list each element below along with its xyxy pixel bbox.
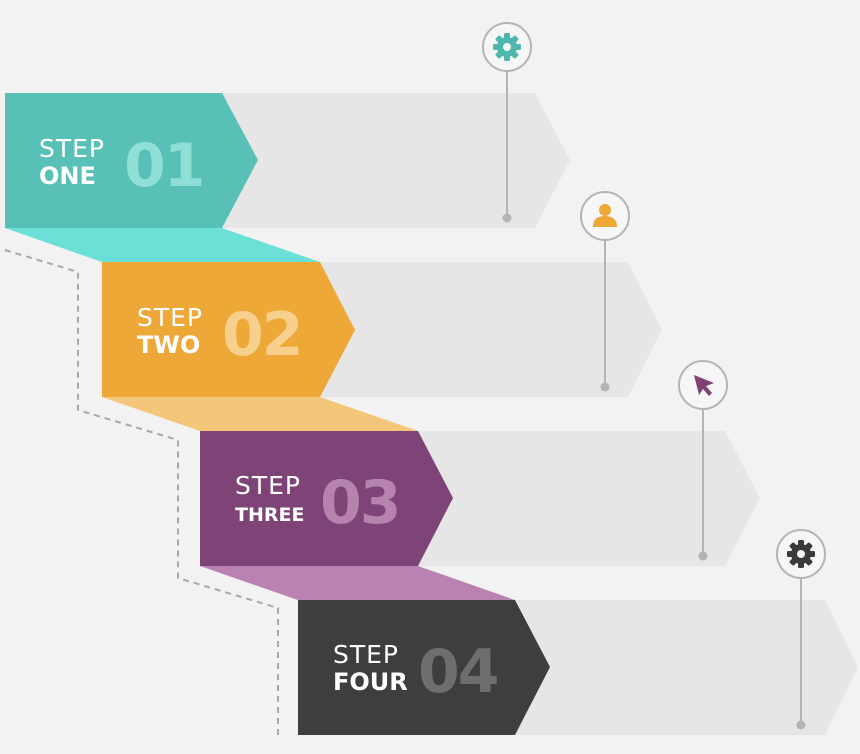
step-four-arrow (298, 600, 550, 735)
step-two-arrow (102, 262, 355, 397)
step-four-ordinal: FOUR (333, 668, 408, 696)
step-three-number: 03 (320, 468, 400, 538)
step-two-icon-badge (580, 191, 630, 241)
ghost-arrow-2 (320, 262, 662, 397)
step-one-block: STEP ONE 01 (5, 93, 258, 228)
cursor-icon (694, 375, 714, 396)
step-one-icon-badge (482, 22, 532, 72)
step-two-block: STEP TWO 02 (102, 262, 355, 397)
connector-2 (600, 241, 610, 392)
step-three-word: STEP (235, 471, 301, 500)
step-four-block: STEP FOUR 04 (298, 600, 550, 735)
ghost-arrow-4 (515, 600, 858, 735)
user-icon (593, 204, 617, 227)
gear-icon (493, 33, 521, 61)
step-three-block: STEP THREE 03 (200, 431, 453, 566)
step-three-ordinal: THREE (235, 504, 304, 526)
step-two-ordinal: TWO (137, 331, 200, 359)
step-three-arrow (200, 431, 453, 566)
step-one-ordinal: ONE (39, 162, 96, 190)
step-one-number: 01 (124, 131, 204, 201)
fold-connector-2 (102, 397, 418, 431)
connector-1 (502, 72, 512, 223)
fold-connector-1 (5, 228, 320, 262)
fold-connector-3 (200, 566, 515, 600)
connector-dot-1 (502, 213, 512, 223)
gear-icon (787, 540, 815, 568)
step-four-number: 04 (418, 637, 498, 707)
step-two-number: 02 (222, 300, 302, 370)
step-four-icon-badge (776, 529, 826, 579)
dashed-staircase-line (4, 249, 279, 740)
ghost-arrow-1 (222, 93, 570, 228)
connector-dot-4 (796, 720, 806, 730)
step-one-word: STEP (39, 134, 105, 163)
step-four-word: STEP (333, 640, 399, 669)
connector-dot-3 (698, 551, 708, 561)
connector-4 (796, 579, 806, 730)
step-two-word: STEP (137, 303, 203, 332)
step-one-arrow (5, 93, 258, 228)
connector-dot-2 (600, 382, 610, 392)
connector-3 (698, 410, 708, 561)
ghost-arrow-3 (418, 431, 760, 566)
step-three-icon-badge (678, 360, 728, 410)
